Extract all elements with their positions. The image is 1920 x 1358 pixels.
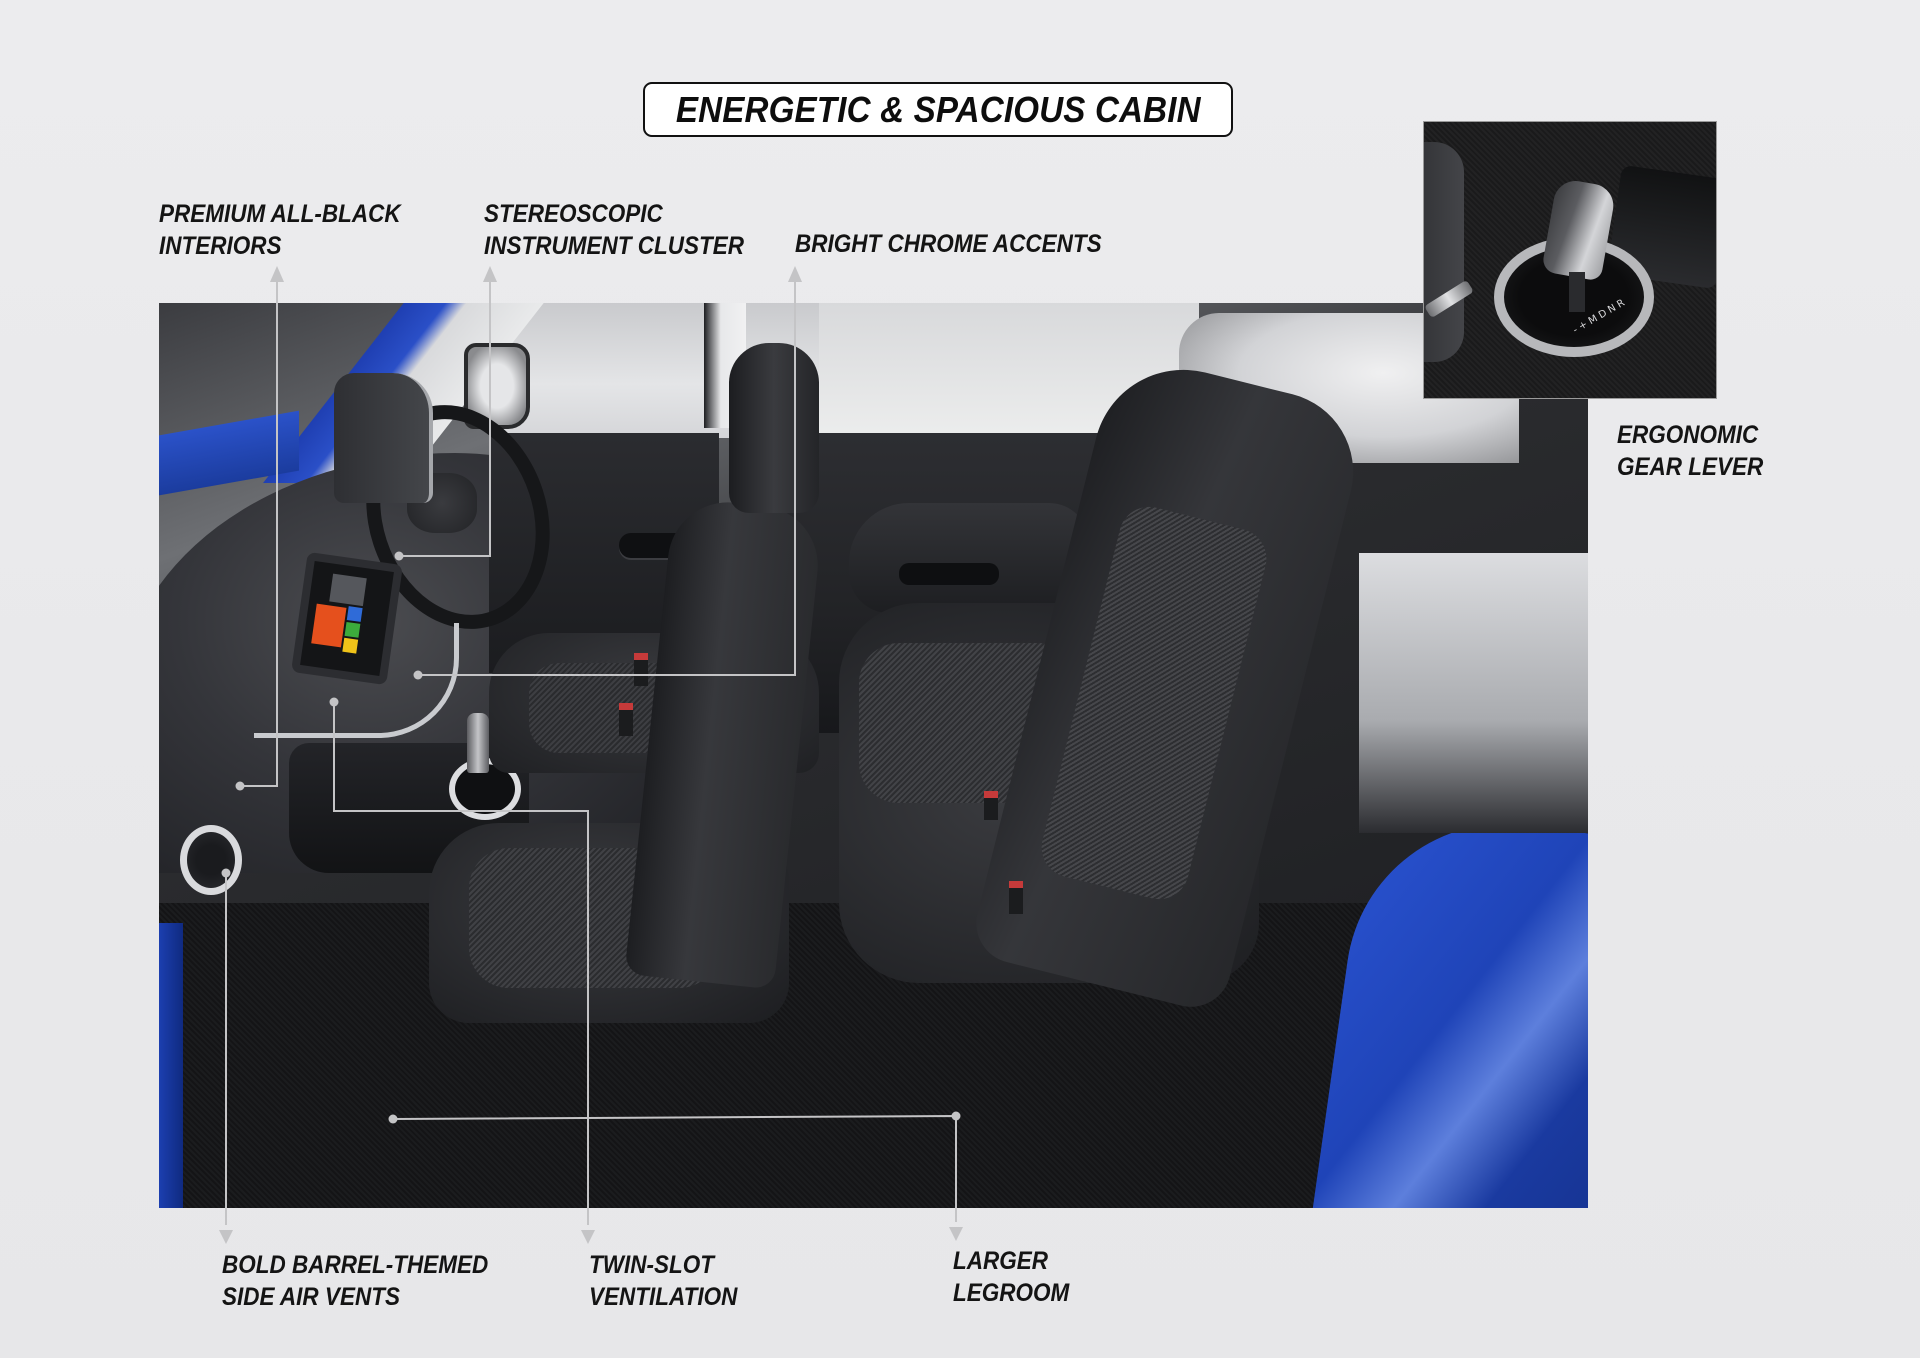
label-premium-interiors-line2: INTERIORS xyxy=(159,232,282,260)
label-instrument-cluster-line2: INSTRUMENT CLUSTER xyxy=(484,232,745,260)
screen-tile-blue xyxy=(346,606,363,622)
car-body-left-edge xyxy=(159,923,183,1208)
inset-seat-edge xyxy=(1424,142,1464,362)
instrument-cluster-hood xyxy=(334,373,433,503)
label-gear-lever-line1: ERGONOMIC xyxy=(1617,421,1759,449)
page-title-box: ENERGETIC & SPACIOUS CABIN xyxy=(643,82,1233,137)
label-legroom: LARGER LEGROOM xyxy=(953,1245,1069,1309)
label-legroom-line2: LEGROOM xyxy=(953,1279,1070,1307)
label-ventilation-line1: TWIN-SLOT xyxy=(589,1251,714,1279)
arrow-down-icon xyxy=(219,1230,233,1244)
car-cabin-interior-photo xyxy=(159,303,1588,1208)
arrow-up-icon xyxy=(788,266,802,282)
seatbelt-buckle xyxy=(619,703,633,736)
label-legroom-line1: LARGER xyxy=(953,1247,1049,1275)
label-instrument-cluster-line1: STEREOSCOPIC xyxy=(484,200,663,228)
chrome-trim xyxy=(254,623,459,738)
label-instrument-cluster: STEREOSCOPIC INSTRUMENT CLUSTER xyxy=(484,198,744,262)
barrel-air-vent xyxy=(180,825,242,895)
arrow-down-icon xyxy=(581,1230,595,1244)
inset-gear-shaft xyxy=(1569,272,1585,312)
label-chrome-accents-line1: BRIGHT CHROME ACCENTS xyxy=(795,230,1102,258)
label-gear-lever: ERGONOMIC GEAR LEVER xyxy=(1617,419,1763,483)
label-gear-lever-line2: GEAR LEVER xyxy=(1617,453,1764,481)
label-air-vents: BOLD BARREL-THEMED SIDE AIR VENTS xyxy=(222,1249,488,1313)
rear-side-trim xyxy=(1359,553,1588,833)
seatbelt-buckle xyxy=(1009,881,1023,914)
arrow-down-icon xyxy=(949,1227,963,1241)
label-premium-interiors-line1: PREMIUM ALL-BLACK xyxy=(159,200,401,228)
rear-door-handle xyxy=(899,563,999,585)
label-ventilation-line2: VENTILATION xyxy=(589,1283,738,1311)
label-air-vents-line2: SIDE AIR VENTS xyxy=(222,1283,400,1311)
arrow-up-icon xyxy=(270,266,284,282)
page-title: ENERGETIC & SPACIOUS CABIN xyxy=(675,88,1201,130)
seatbelt-buckle xyxy=(634,653,648,686)
arrow-up-icon xyxy=(483,266,497,282)
front-seat-headrest xyxy=(729,343,819,513)
seatbelt-buckle xyxy=(984,791,998,820)
label-premium-interiors: PREMIUM ALL-BLACK INTERIORS xyxy=(159,198,401,262)
gear-lever-closeup-photo: - + M D N R xyxy=(1424,122,1716,398)
gear-knob xyxy=(467,713,489,773)
rear-door-armrest xyxy=(849,503,1089,613)
label-chrome-accents: BRIGHT CHROME ACCENTS xyxy=(795,228,1102,260)
label-ventilation: TWIN-SLOT VENTILATION xyxy=(589,1249,737,1313)
label-air-vents-line1: BOLD BARREL-THEMED xyxy=(222,1251,489,1279)
screen-tile-grey xyxy=(329,573,367,607)
